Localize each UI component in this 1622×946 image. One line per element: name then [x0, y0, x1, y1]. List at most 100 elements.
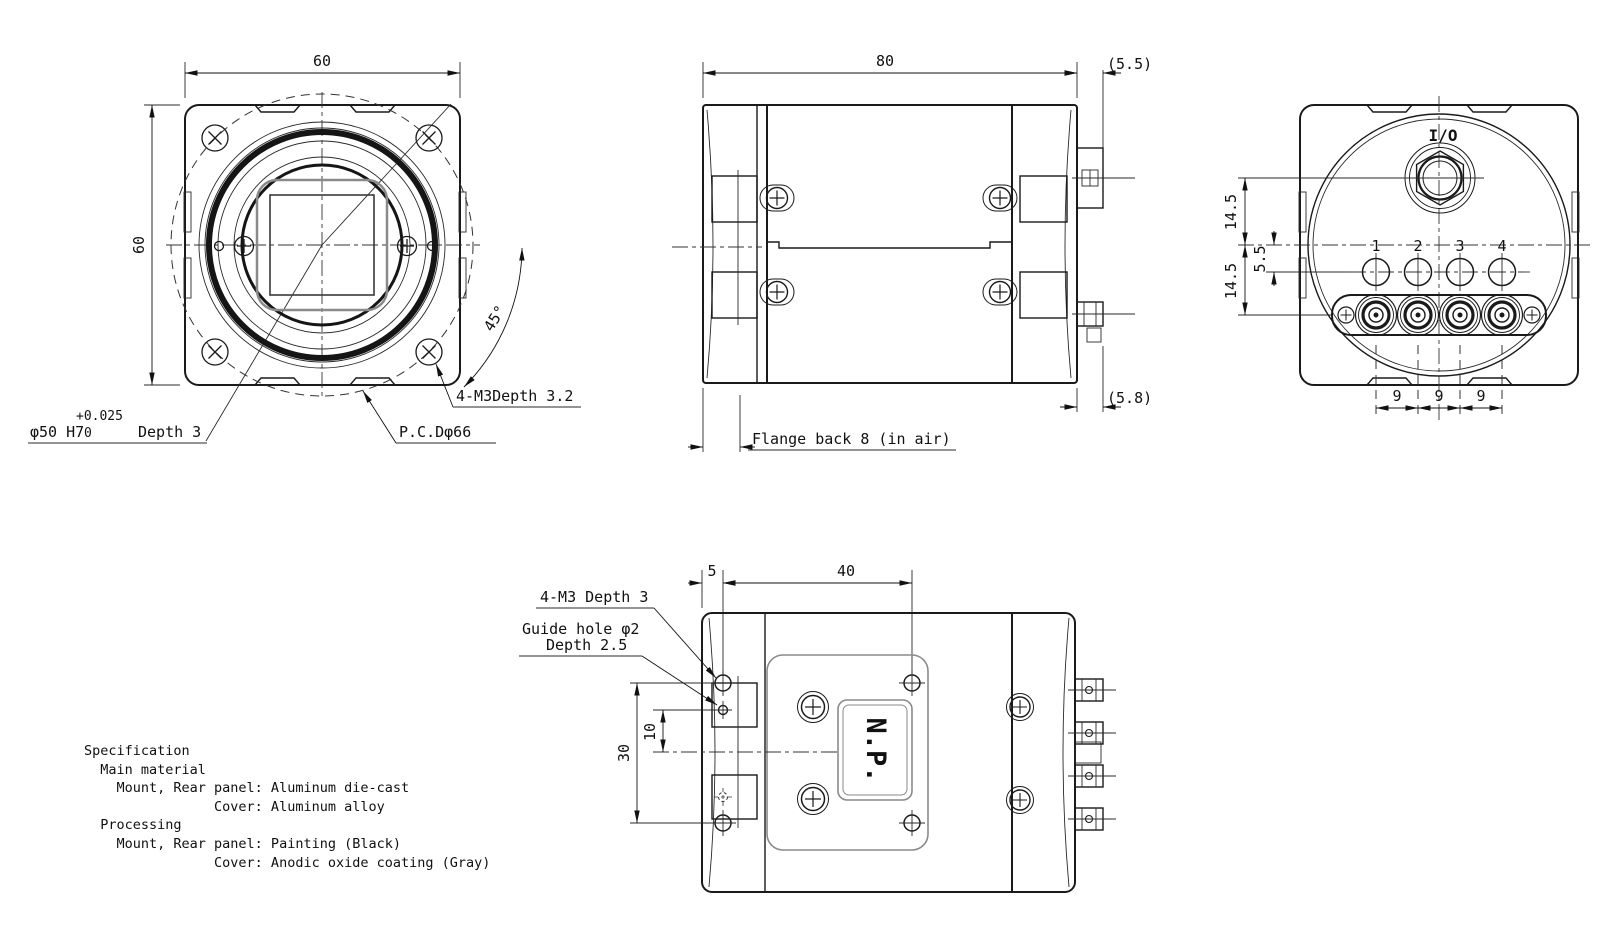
cover-screw-icon — [759, 184, 795, 212]
bottom-dim-10: 10 — [641, 709, 717, 752]
side-dim-length: 80 — [702, 52, 1078, 98]
guide-pin-hole — [426, 240, 438, 252]
bore-depth-label: Depth 3 — [138, 423, 201, 441]
rear-side-slots — [1298, 191, 1580, 299]
bnc-stub-icon — [1068, 721, 1116, 745]
bottom-view: 5 40 N.P. 30 10 — [519, 562, 1116, 893]
side-body — [702, 104, 1078, 384]
side-dim-io-text: (5.5) — [1107, 55, 1152, 73]
bnc-stub-icon — [1068, 764, 1116, 788]
rear-screw-icon — [1006, 693, 1034, 721]
bottom-plate-screws — [797, 691, 829, 815]
bore-tol-upper: +0.025 — [76, 409, 123, 424]
rear-dim-io: 14.5 — [1222, 178, 1248, 245]
front-body-notches — [254, 104, 396, 386]
front-corner-screws — [201, 124, 443, 366]
corner-screw-icon — [201, 124, 229, 152]
corner-screw-callout: 4-M3Depth 3.2 — [435, 363, 581, 408]
plate-screw-icon — [1523, 306, 1541, 324]
side-mount-boss-top — [711, 175, 758, 223]
bottom-front-curve — [708, 617, 716, 888]
flange-back-label: Flange back 8 (in air) — [752, 430, 951, 448]
bore-callout: φ50 H7 +0.025 0 Depth 3 — [28, 409, 207, 444]
bnc-connector-icon — [1438, 293, 1482, 337]
bottom-rear-screws — [1006, 693, 1034, 814]
guide-hole-hidden-icon — [714, 788, 732, 806]
plate-screw-icon — [797, 783, 829, 815]
nameplate: N.P. — [837, 699, 913, 801]
rear-screw-icon — [1006, 786, 1034, 814]
side-dim-bnc-protrusion: (5.8) — [1060, 346, 1152, 412]
side-dim-length-text: 80 — [876, 52, 894, 70]
angle-dim-text: 45° — [480, 302, 510, 335]
front-diagonal-leader — [205, 103, 452, 442]
bnc-connectors — [1337, 293, 1541, 337]
front-clamp-screws — [213, 235, 438, 257]
pitch-dim-text: 9 — [1392, 387, 1401, 405]
m3-hole-icon — [710, 810, 736, 836]
side-rear-curve — [1064, 109, 1072, 379]
bottom-rear-curve — [1062, 617, 1070, 888]
bottom-dim-span-text: 40 — [837, 562, 855, 580]
led-label-1: 1 — [1371, 237, 1380, 255]
rear-body-notches — [1366, 104, 1513, 386]
mount-circle-2 — [204, 127, 440, 363]
front-dim-width-text: 60 — [313, 52, 331, 70]
bnc-connector-icon — [1354, 293, 1398, 337]
rear-pitch-dims: 9 9 9 — [1375, 345, 1503, 415]
guide-label-line1: Guide hole φ2 — [522, 620, 639, 638]
bottom-dim-10-text: 10 — [641, 723, 659, 741]
led-indicators — [1361, 253, 1517, 291]
side-rear-boss-bottom — [1019, 271, 1068, 319]
mount-circle-3 — [217, 140, 427, 350]
side-io-connector — [1072, 147, 1135, 209]
side-cover-screws — [759, 184, 1018, 306]
bottom-io-stub — [1074, 741, 1102, 764]
rear-dim-led: 5.5 — [1251, 231, 1277, 286]
side-cover-seam — [767, 241, 1012, 249]
pcd-callout: P.C.Dφ66 — [362, 390, 496, 444]
led-label-4: 4 — [1497, 237, 1506, 255]
mount-inner-ring — [240, 163, 404, 327]
front-dim-height: 60 — [130, 104, 180, 386]
side-bnc-connector — [1072, 301, 1135, 343]
rear-dim-led-text: 5.5 — [1251, 245, 1269, 272]
m3-callout: 4-M3 Depth 3 — [536, 588, 717, 679]
rear-dim-io-text: 14.5 — [1222, 194, 1240, 230]
side-dim-bnc-text: (5.8) — [1107, 389, 1152, 407]
cover-screw-icon — [759, 278, 795, 306]
guide-pin-hole — [213, 240, 225, 252]
led-number-labels: 1 2 3 4 — [1371, 237, 1506, 255]
led-indicator-icon — [1361, 253, 1391, 291]
pcd-circle — [170, 93, 474, 397]
side-view: 80 (5.5) — [672, 52, 1152, 452]
rear-dim-bnc: 14.5 — [1222, 245, 1248, 315]
cover-screw-icon — [982, 278, 1018, 306]
corner-screw-icon — [415, 124, 443, 152]
pitch-dim-text: 9 — [1434, 387, 1443, 405]
front-dim-height-text: 60 — [130, 236, 148, 254]
corner-screw-icon — [201, 338, 229, 366]
led-indicator-icon — [1487, 253, 1517, 291]
led-indicator-icon — [1445, 253, 1475, 291]
pcd-label: P.C.Dφ66 — [399, 423, 471, 441]
bottom-dim-30-text: 30 — [615, 744, 633, 762]
bottom-dim-30: 30 — [615, 682, 713, 824]
front-dim-width: 60 — [184, 52, 461, 98]
bottom-m3-holes — [710, 670, 925, 836]
bottom-dim-front-text: 5 — [707, 562, 716, 580]
m3-hole-icon — [899, 670, 925, 696]
bottom-mount-boss-bottom — [711, 774, 758, 820]
nameplate-text: N.P. — [860, 717, 891, 782]
corner-screw-icon — [415, 338, 443, 366]
plate-screw-icon — [1337, 306, 1355, 324]
plate-screw-icon — [797, 691, 829, 723]
side-front-curve — [706, 109, 714, 379]
rear-dim-bnc-text: 14.5 — [1222, 263, 1240, 299]
cover-screw-icon — [982, 184, 1018, 212]
bottom-bnc-stubs — [1068, 678, 1116, 831]
sensor-window — [269, 194, 375, 296]
guide-label-line2: Depth 2.5 — [546, 636, 627, 654]
